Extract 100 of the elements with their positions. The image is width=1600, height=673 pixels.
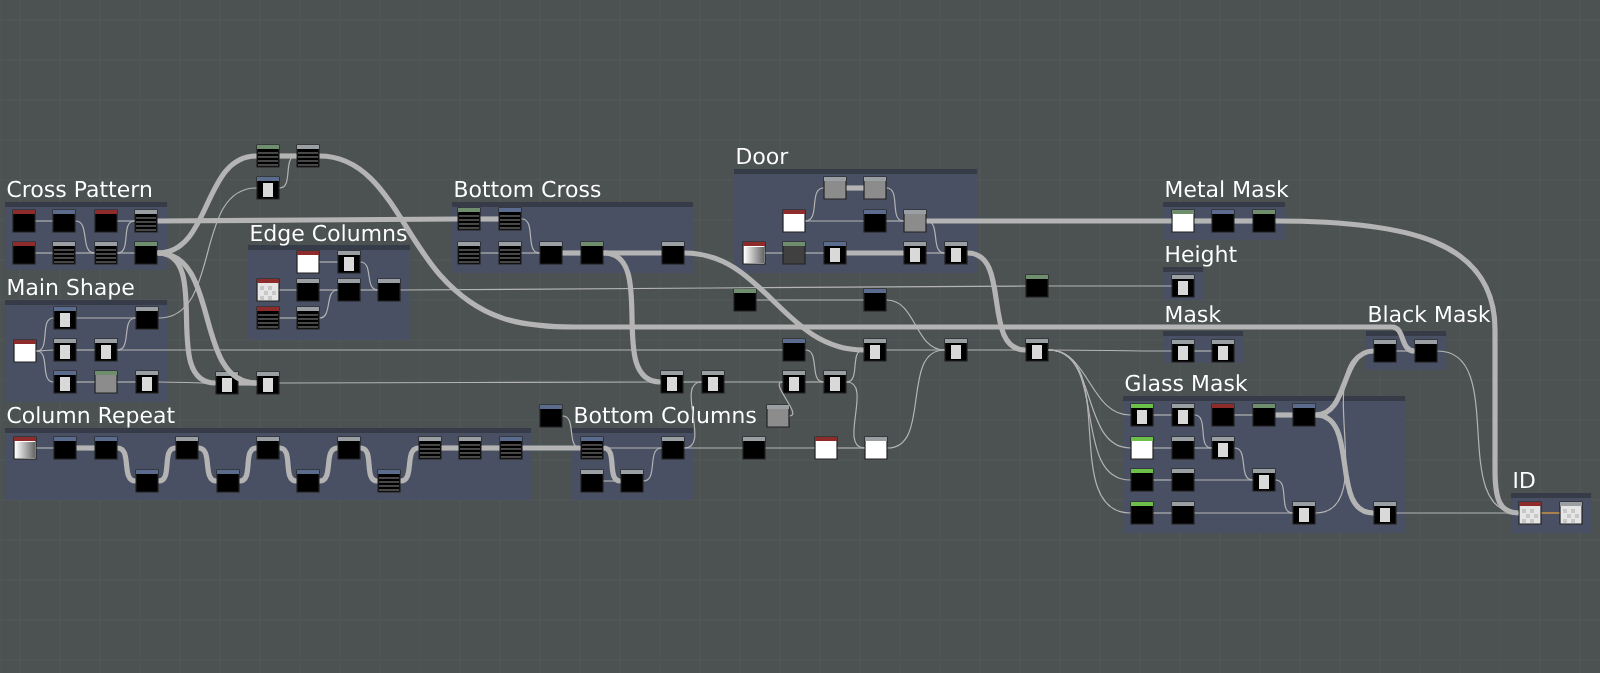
- node-thumbnail: [823, 176, 847, 200]
- connector-wire: [1194, 479, 1253, 481]
- node-thumbnail: [1211, 403, 1235, 427]
- node-thumbnail: [782, 209, 806, 233]
- connector-wire: [765, 252, 783, 254]
- node-thumbnail: [1252, 209, 1276, 233]
- node-thumbnail: [823, 241, 847, 265]
- connector-wire: [319, 289, 338, 291]
- node-thumbnail: [296, 278, 320, 302]
- node-thumbnail: [296, 469, 320, 493]
- connector-wire: [1153, 414, 1172, 416]
- connector-wire: [603, 447, 662, 449]
- connector-wire: [805, 220, 864, 222]
- connector-wire: [1234, 218, 1253, 224]
- connector-wire: [1315, 348, 1374, 418]
- node-thumbnail: [620, 469, 644, 493]
- connector-wire: [319, 445, 338, 484]
- node-thumbnail: [864, 436, 888, 460]
- node-thumbnail: [135, 469, 159, 493]
- connector-wire: [157, 216, 458, 224]
- node-thumbnail: [458, 436, 482, 460]
- node-thumbnail: [1252, 403, 1276, 427]
- connector-wire: [683, 381, 702, 383]
- node-thumbnail: [216, 469, 240, 493]
- node-thumbnail: [498, 207, 522, 231]
- connector-wire: [967, 250, 1026, 353]
- node-thumbnail: [1373, 501, 1397, 525]
- node-thumbnail: [944, 241, 968, 265]
- node-thumbnail: [94, 370, 118, 394]
- node-thumbnail: [53, 338, 77, 362]
- node-thumbnail: [134, 209, 158, 233]
- node-thumbnail: [701, 370, 725, 394]
- connector-wire: [117, 381, 136, 383]
- connector-wire: [76, 445, 95, 451]
- connector-wire: [805, 381, 824, 383]
- node-thumbnail: [53, 306, 77, 330]
- node-thumbnail: [944, 338, 968, 362]
- node-thumbnail: [863, 209, 887, 233]
- node-thumbnail: [1292, 501, 1316, 525]
- connector-wire: [279, 445, 297, 484]
- connector-wire: [886, 349, 945, 351]
- node-label: Glass Mask: [1125, 374, 1248, 392]
- node-label: Edge Columns: [251, 224, 407, 246]
- node-label: Door: [737, 147, 789, 165]
- node-thumbnail: [337, 250, 361, 274]
- connector-wire: [480, 252, 499, 254]
- node-thumbnail: [12, 209, 36, 233]
- connector-wire: [239, 445, 257, 484]
- connector-wire: [319, 261, 338, 263]
- node-thumbnail: [539, 241, 563, 265]
- connector-wire: [846, 250, 904, 256]
- node-thumbnail: [1559, 501, 1583, 525]
- node-thumbnail: [377, 278, 401, 302]
- node-thumbnail: [53, 436, 77, 460]
- node-thumbnail: [1373, 339, 1397, 363]
- connector-wire: [562, 415, 581, 449]
- node-thumbnail: [1211, 339, 1235, 363]
- connector-wire: [157, 153, 257, 256]
- connector-wire: [319, 153, 1416, 354]
- connector-wire: [846, 349, 864, 383]
- node-thumbnail: [742, 241, 766, 265]
- node-thumbnail: [94, 209, 118, 233]
- node-thumbnail: [539, 404, 563, 428]
- connector-wire: [35, 220, 53, 222]
- connector-wire: [1153, 447, 1172, 449]
- node-thumbnail: [134, 241, 158, 265]
- connector-wire: [158, 187, 257, 319]
- node-label: Column Repeat: [7, 406, 175, 428]
- connector-wire: [1153, 479, 1172, 481]
- connector-wire: [158, 445, 176, 484]
- node-label: Black Mask: [1369, 305, 1491, 323]
- node-thumbnail: [1130, 501, 1154, 525]
- node-thumbnail: [1130, 403, 1154, 427]
- node-thumbnail: [457, 241, 481, 265]
- node-label: ID: [1514, 471, 1535, 488]
- connector-wire: [319, 289, 338, 319]
- node-thumbnail: [1171, 501, 1195, 525]
- connector-wire: [360, 445, 378, 484]
- connector-wire: [279, 153, 297, 159]
- node-thumbnail: [418, 436, 442, 460]
- connector-wire: [1194, 447, 1212, 449]
- node-thumbnail: [12, 241, 36, 265]
- connector-wire: [778, 381, 794, 417]
- node-thumbnail: [135, 370, 159, 394]
- node-thumbnail: [296, 144, 320, 168]
- node-thumbnail: [903, 209, 927, 233]
- connector-wire: [238, 380, 257, 386]
- node-label: Main Shape: [8, 278, 134, 300]
- connector-wire: [1396, 350, 1415, 352]
- connector-wire: [522, 445, 581, 451]
- node-thumbnail: [863, 288, 887, 312]
- node-thumbnail: [660, 370, 684, 394]
- node-thumbnail: [457, 207, 481, 231]
- node-thumbnail: [1211, 209, 1235, 233]
- connector-wire: [1275, 218, 1519, 516]
- connector-wire: [279, 289, 297, 291]
- node-thumbnail: [337, 436, 361, 460]
- connector-wire: [117, 252, 135, 254]
- connector-wire: [603, 480, 621, 482]
- node-thumbnail: [53, 370, 77, 394]
